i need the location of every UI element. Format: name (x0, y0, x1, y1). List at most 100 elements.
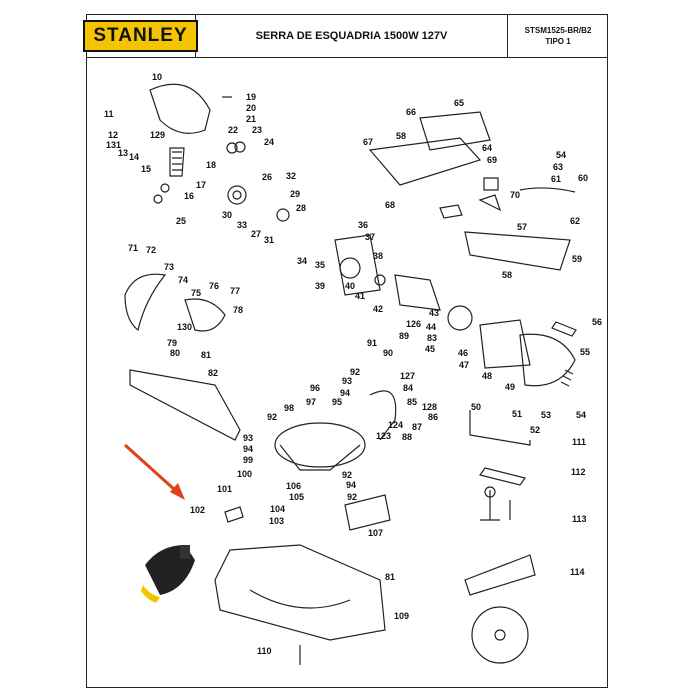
callout-81: 81 (385, 572, 395, 582)
callout-43: 43 (429, 308, 439, 318)
part-bearing-40 (374, 274, 386, 286)
callout-15: 15 (141, 164, 151, 174)
callout-93: 93 (342, 376, 352, 386)
callout-19: 19 (246, 92, 256, 102)
callout-112: 112 (571, 467, 586, 477)
callout-14: 14 (129, 152, 139, 162)
callout-110: 110 (257, 646, 272, 656)
callout-94: 94 (340, 388, 350, 398)
callout-23: 23 (252, 125, 262, 135)
callout-90: 90 (383, 348, 393, 358)
header-bar: STANLEY SERRA DE ESQUADRIA 1500W 127V ST… (83, 14, 608, 58)
callout-36: 36 (358, 220, 368, 230)
callout-75: 75 (191, 288, 201, 298)
part-washer-22 (226, 142, 238, 154)
part-clamp-113 (480, 490, 511, 521)
part-clamp-knob (484, 486, 496, 498)
callout-105: 105 (289, 492, 304, 502)
part-base-109 (214, 544, 386, 641)
callout-82: 82 (208, 368, 218, 378)
callout-79: 79 (167, 338, 177, 348)
callout-88: 88 (402, 432, 412, 442)
part-trigger-70 (478, 194, 502, 212)
type-label: TIPO 1 (545, 37, 571, 46)
part-blade-arbor (494, 629, 506, 641)
callout-102: 102 (190, 505, 205, 515)
product-title: SERRA DE ESQUADRIA 1500W 127V (255, 30, 448, 42)
callout-52: 52 (530, 425, 540, 435)
callout-86: 86 (428, 412, 438, 422)
part-drawings (124, 83, 577, 665)
callout-44: 44 (426, 322, 436, 332)
callout-97: 97 (306, 397, 316, 407)
pointer-arrow (123, 443, 185, 500)
part-washer-28 (276, 208, 290, 222)
callout-81: 81 (201, 350, 211, 360)
part-lower-guard-73 (124, 273, 167, 332)
part-hex-key-111 (469, 410, 531, 446)
part-lever-68 (439, 204, 463, 219)
part-armature-42 (394, 274, 441, 311)
callout-27: 27 (251, 229, 261, 239)
callout-103: 103 (269, 516, 284, 526)
callout-104: 104 (270, 504, 285, 514)
part-cable-60 (519, 187, 576, 193)
callout-73: 73 (164, 262, 174, 272)
callout-107: 107 (368, 528, 383, 538)
callout-55: 55 (580, 347, 590, 357)
callout-76: 76 (209, 281, 219, 291)
callout-48: 48 (482, 371, 492, 381)
part-brush-plate-44 (447, 305, 473, 331)
callout-50: 50 (471, 402, 481, 412)
callout-29: 29 (290, 189, 300, 199)
callout-10: 10 (152, 72, 162, 82)
callout-114: 114 (570, 567, 585, 577)
part-switch-69 (483, 177, 499, 191)
callout-58: 58 (502, 270, 512, 280)
callout-92: 92 (347, 492, 357, 502)
callout-85: 85 (407, 397, 417, 407)
part-washer-16 (153, 194, 163, 204)
callout-80: 80 (170, 348, 180, 358)
callout-111: 111 (572, 437, 586, 447)
callout-35: 35 (315, 260, 325, 270)
callout-59: 59 (572, 254, 582, 264)
part-knob-102 (224, 506, 244, 523)
callout-109: 109 (394, 611, 409, 621)
part-gear-26 (227, 185, 247, 205)
part-spring-coils (172, 151, 182, 171)
callout-94: 94 (346, 480, 356, 490)
highlighted-knob (141, 545, 195, 603)
callout-77: 77 (230, 286, 240, 296)
part-label-56 (551, 321, 577, 337)
callout-11: 11 (104, 109, 114, 119)
callout-74: 74 (178, 275, 188, 285)
callout-123: 123 (376, 431, 391, 441)
callout-65: 65 (454, 98, 464, 108)
callout-38: 38 (373, 251, 383, 261)
callout-70: 70 (510, 190, 520, 200)
callout-58: 58 (396, 131, 406, 141)
part-housing-59 (464, 231, 571, 271)
callout-56: 56 (592, 317, 602, 327)
callout-18: 18 (206, 160, 216, 170)
callout-60: 60 (578, 173, 588, 183)
callout-32: 32 (286, 171, 296, 181)
part-handle-body (368, 137, 482, 186)
callout-31: 31 (264, 235, 274, 245)
callout-13: 13 (118, 148, 128, 158)
callout-78: 78 (233, 305, 243, 315)
callout-33: 33 (237, 220, 247, 230)
callout-98: 98 (284, 403, 294, 413)
part-washer-17 (160, 183, 170, 193)
callout-96: 96 (310, 383, 320, 393)
diagram-frame (86, 14, 608, 688)
callout-69: 69 (487, 155, 497, 165)
callout-92: 92 (350, 367, 360, 377)
part-turntable-arm (279, 444, 361, 471)
callout-99: 99 (243, 455, 253, 465)
model-number: STSM1525-BR/B2 (524, 26, 592, 35)
part-bevel-arm-88 (369, 390, 397, 441)
